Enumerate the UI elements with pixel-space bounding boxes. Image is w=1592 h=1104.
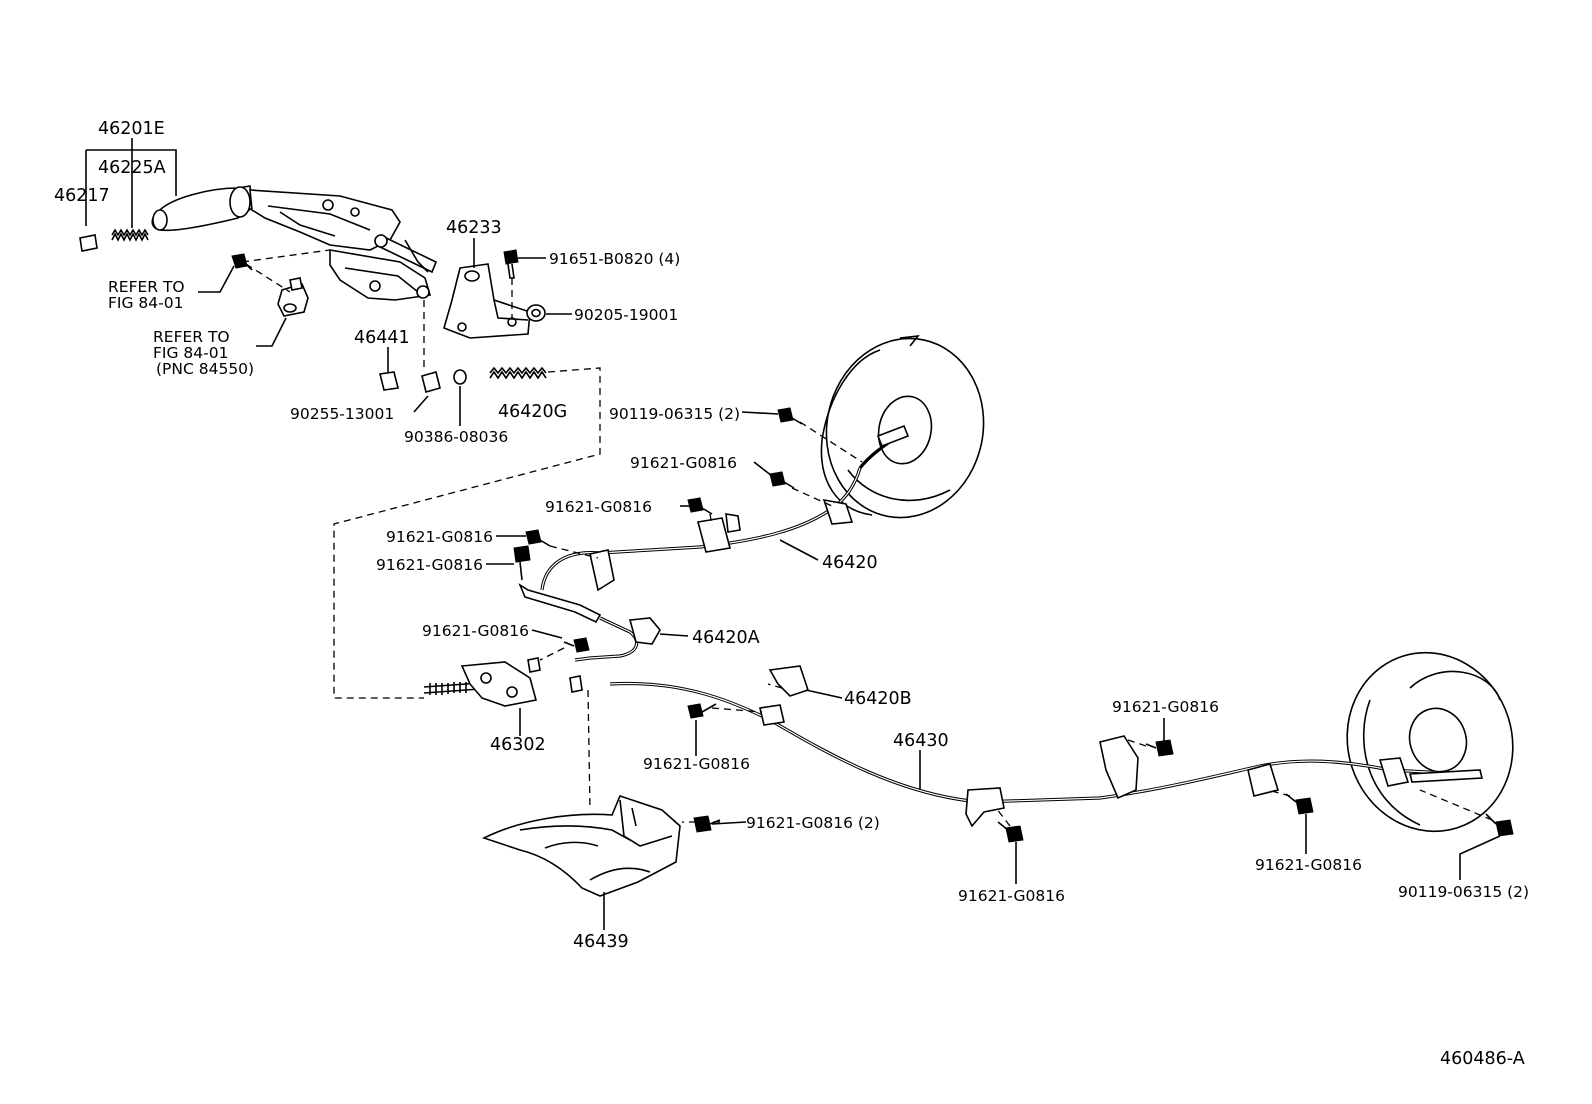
label-91621-g: 91621-G0816: [1112, 698, 1219, 716]
label-46441: 46441: [354, 328, 410, 348]
bolt-91621-a-icon: [769, 471, 795, 489]
cable-46420A: [518, 582, 661, 662]
bolt-90119-lower-icon: [1485, 813, 1514, 837]
lever-bracket-46233: [443, 263, 531, 339]
label-91621-i: 91621-G0816: [958, 887, 1065, 905]
label-90119-lower: 90119-06315 (2): [1398, 883, 1529, 901]
bolt-90119-upper-icon: [777, 407, 803, 425]
label-46439: 46439: [573, 932, 629, 952]
washer-90205-icon: [526, 304, 546, 322]
bolt-91621-d-icon: [513, 545, 531, 581]
label-90119-upper: 90119-06315 (2): [609, 405, 740, 423]
dashed-guides: [241, 249, 1493, 827]
cable-clips: [527, 424, 1484, 828]
label-46302: 46302: [490, 735, 546, 755]
label-91621-f: 91621-G0816: [643, 755, 750, 773]
bolt-91621-e-icon: [563, 637, 590, 653]
figure-code: 460486-A: [1440, 1049, 1525, 1069]
ref2-line1: REFER TO: [153, 328, 230, 346]
small-parts-row: [379, 366, 547, 393]
label-46201E: 46201E: [98, 119, 165, 139]
brake-switch-icon: [277, 277, 309, 317]
bolt-91651-icon: [503, 249, 519, 279]
ref1-line2: FIG 84-01: [108, 294, 183, 312]
label-90205: 90205-19001: [574, 306, 678, 324]
bolt-icons: [513, 407, 1514, 843]
leader-lines: [85, 138, 1501, 930]
bolt-91621-g-icon: [1145, 739, 1174, 757]
label-46217: 46217: [54, 186, 110, 206]
label-91621-e: 91621-G0816: [422, 622, 529, 640]
label-46233: 46233: [446, 218, 502, 238]
ref2-line3: (PNC 84550): [156, 360, 254, 378]
label-46420B: 46420B: [844, 689, 912, 709]
brake-lever-assembly: [79, 185, 438, 301]
bolt-91621-c-icon: [525, 529, 551, 547]
bolt-91621-b-icon: [687, 497, 713, 515]
backing-plate-lower: [1346, 651, 1514, 833]
label-91621-h: 91621-G0816 (2): [746, 814, 880, 832]
label-46420G: 46420G: [498, 402, 567, 422]
ref2-line2: FIG 84-01: [153, 344, 228, 362]
label-46430: 46430: [893, 731, 949, 751]
label-91621-c: 91621-G0816: [386, 528, 493, 546]
label-91621-d: 91621-G0816: [376, 556, 483, 574]
label-91621-j: 91621-G0816: [1255, 856, 1362, 874]
label-90386: 90386-08036: [404, 428, 508, 446]
bolt-91621-j-icon: [1285, 793, 1314, 815]
label-46225A: 46225A: [98, 158, 166, 178]
bolt-91621-f-icon: [687, 703, 717, 719]
label-46420A: 46420A: [692, 628, 760, 648]
label-90255: 90255-13001: [290, 405, 394, 423]
cable-shield-46439: [481, 795, 681, 897]
ref1-line1: REFER TO: [108, 278, 185, 296]
equalizer-46302: [423, 661, 537, 707]
label-91621-a: 91621-G0816: [630, 454, 737, 472]
label-91621-b: 91621-G0816: [545, 498, 652, 516]
label-46420: 46420: [822, 553, 878, 573]
part-labels: 46201E 46225A 46217 46233 91651-B0820 (4…: [54, 119, 1529, 1069]
bolt-91621-i-icon: [997, 821, 1024, 843]
label-91651: 91651-B0820 (4): [549, 250, 680, 268]
